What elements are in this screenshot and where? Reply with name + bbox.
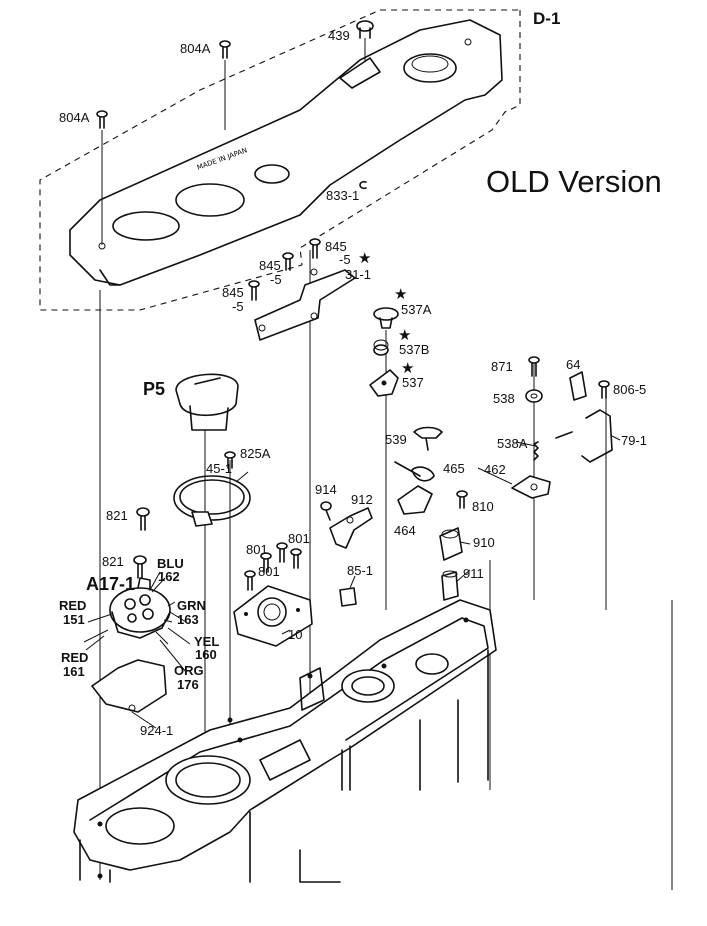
cover-hole-small <box>254 164 290 184</box>
ring-45-1 <box>173 451 251 527</box>
wire-grn: GRN <box>177 598 206 613</box>
label-821-b: 821 <box>102 554 124 569</box>
label-537b: 537B <box>399 342 430 357</box>
label-801-c: 801 <box>258 564 280 579</box>
wire-red-2: RED <box>61 650 89 665</box>
label-539: 539 <box>385 432 407 447</box>
label-10: 10 <box>288 627 303 642</box>
wire-grn-number: 163 <box>177 612 199 627</box>
wire-org: ORG <box>174 663 204 678</box>
label-79-1: 79-1 <box>621 433 648 448</box>
label-85-1: 85-1 <box>347 563 374 578</box>
label-538: 538 <box>493 391 515 406</box>
wire-yel-number: 160 <box>195 647 217 662</box>
label-845-b: 845 <box>259 258 281 273</box>
projection-lines <box>99 250 673 890</box>
screw-804a-left <box>96 110 108 245</box>
label-845-a: 845 <box>325 239 347 254</box>
wire-red-1-number: 151 <box>63 612 85 627</box>
parts-right <box>511 356 613 499</box>
label-31-1: 31-1 <box>345 267 372 282</box>
label-914: 914 <box>315 482 337 497</box>
label-804a-top: 804A <box>180 41 211 56</box>
label-810: 810 <box>472 499 494 514</box>
parts-537 <box>369 307 399 397</box>
star-31-1: ★ <box>358 249 372 267</box>
ring-833 <box>359 180 367 190</box>
cover-hole-right <box>403 53 457 83</box>
label-833-1: 833-1 <box>326 188 360 203</box>
screw-804a-top <box>219 40 231 130</box>
label-806-5: 806-5 <box>613 382 647 397</box>
label-538a: 538A <box>497 436 528 451</box>
bracket-31-1 <box>248 238 356 341</box>
label-845-b-suffix: -5 <box>270 272 282 287</box>
label-801-a: 801 <box>288 531 310 546</box>
screw-439 <box>356 20 374 62</box>
wire-red-1: RED <box>59 598 87 613</box>
label-462: 462 <box>484 462 506 477</box>
label-64: 64 <box>566 357 581 372</box>
parts-center <box>320 426 468 601</box>
top-cover-plate: MADE IN JAPAN <box>69 19 503 286</box>
label-821-a: 821 <box>106 508 128 523</box>
label-801-b: 801 <box>246 542 268 557</box>
assembly-label-d1: D-1 <box>533 9 561 28</box>
label-911: 911 <box>463 566 484 581</box>
cover-hole-left <box>112 211 180 241</box>
label-464: 464 <box>394 523 416 538</box>
star-537a: ★ <box>394 285 408 303</box>
star-537: ★ <box>401 359 415 377</box>
version-title: OLD Version <box>486 164 662 199</box>
top-cover-dashed-outline <box>39 9 521 311</box>
label-825a: 825A <box>240 446 271 461</box>
wire-blu-number: 162 <box>158 569 180 584</box>
module-10 <box>233 542 357 647</box>
wire-red-2-number: 161 <box>63 664 85 679</box>
label-537a: 537A <box>401 302 432 317</box>
battery-cap-p5 <box>175 373 239 431</box>
leader-lines <box>131 435 621 729</box>
label-871: 871 <box>491 359 513 374</box>
label-p5: P5 <box>143 379 166 399</box>
main-body-casting <box>73 599 497 883</box>
label-465: 465 <box>443 461 465 476</box>
wire-org-number: 176 <box>177 677 199 692</box>
label-845-c-suffix: -5 <box>232 299 244 314</box>
label-45-1: 45-1 <box>206 461 233 476</box>
wire-blu: BLU <box>157 556 184 571</box>
label-a17-1: A17-1 <box>86 574 136 594</box>
label-439: 439 <box>328 28 350 43</box>
cover-hole-mid <box>175 183 245 217</box>
wire-yel: YEL <box>194 634 220 649</box>
switch-a17-1 <box>83 507 176 713</box>
label-537: 537 <box>402 375 424 390</box>
label-845-c: 845 <box>222 285 244 300</box>
label-845-a-suffix: -5 <box>339 252 351 267</box>
label-910: 910 <box>473 535 495 550</box>
label-924-1: 924-1 <box>140 723 174 738</box>
label-804a-left: 804A <box>59 110 90 125</box>
star-537b: ★ <box>398 326 412 344</box>
label-912: 912 <box>351 492 373 507</box>
